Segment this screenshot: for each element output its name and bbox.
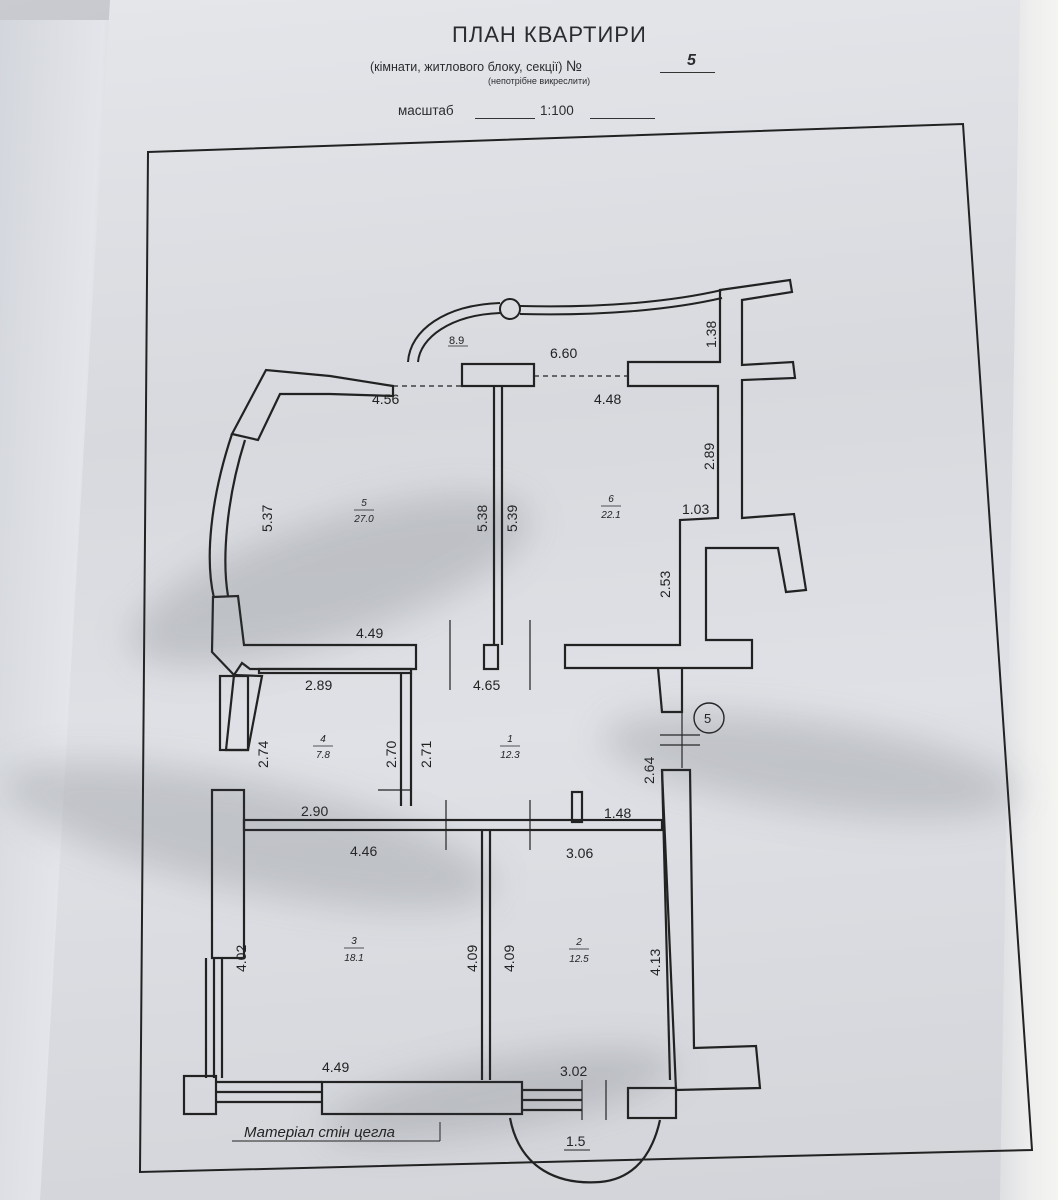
dim-2-89-left: 2.89 <box>305 677 332 693</box>
dim-4-49-top: 4.49 <box>356 625 383 641</box>
dim-4-02: 4.02 <box>233 945 249 972</box>
scale-value: 1:100 <box>540 103 574 118</box>
dimension-labels: 8.9 6.60 1.38 4.56 4.48 2.89 5.37 5.38 5… <box>233 321 719 1151</box>
dim-2-90: 2.90 <box>301 803 328 819</box>
dim-5-37: 5.37 <box>259 505 275 532</box>
dim-1-5: 1.5 <box>566 1133 586 1149</box>
balcony-area: 8.9 <box>449 335 464 347</box>
dim-4-65: 4.65 <box>473 677 500 693</box>
dim-4-13: 4.13 <box>647 949 663 976</box>
document-title: ПЛАН КВАРТИРИ <box>452 22 647 47</box>
balcony <box>407 289 723 363</box>
number-label: № <box>565 58 582 75</box>
section-marker-label: 5 <box>704 711 711 726</box>
dim-3-06: 3.06 <box>566 845 593 861</box>
scale-underline-right <box>590 118 655 119</box>
scale-underline-left <box>475 118 535 119</box>
room-6-number: 6 <box>608 494 614 505</box>
room-5-area: 27.0 <box>353 514 374 525</box>
dim-2-89-right: 2.89 <box>701 443 717 470</box>
room-4-number: 4 <box>320 734 326 745</box>
scale-label: масштаб <box>398 103 454 118</box>
dim-2-74: 2.74 <box>255 741 271 768</box>
dim-1-48: 1.48 <box>604 805 631 821</box>
material-text: Матеріал стін цегла <box>244 1124 395 1141</box>
room-labels: 1 12.3 2 12.5 3 18.1 4 7.8 5 27.0 6 22.1 <box>313 494 621 965</box>
room-3-number: 3 <box>351 936 357 947</box>
dim-6-60: 6.60 <box>550 345 577 361</box>
title-block: ПЛАН КВАРТИРИ (кімнати, житлового блоку,… <box>0 0 1058 130</box>
document-subtitle: (кімнати, житлового блоку, секції) № <box>370 58 582 75</box>
room-2-area: 12.5 <box>569 954 589 965</box>
document-note: (непотрібне викреслити) <box>488 76 591 86</box>
dim-2-53: 2.53 <box>657 571 673 598</box>
room-1-area: 12.3 <box>500 750 520 761</box>
dim-5-38: 5.38 <box>474 505 490 532</box>
room-2-number: 2 <box>575 937 582 948</box>
dim-4-49-bottom: 4.49 <box>322 1059 349 1075</box>
dim-2-71: 2.71 <box>418 741 434 768</box>
dim-2-64: 2.64 <box>641 757 657 784</box>
room-3-area: 18.1 <box>344 953 363 964</box>
room-1-number: 1 <box>507 734 513 745</box>
room-6-area: 22.1 <box>600 510 620 521</box>
dim-4-56: 4.56 <box>372 391 399 407</box>
drawing-frame <box>138 122 1034 1174</box>
number-underline <box>660 72 715 73</box>
apartment-number: 5 <box>687 52 696 69</box>
dim-5-39: 5.39 <box>504 505 520 532</box>
dim-1-03: 1.03 <box>682 501 709 517</box>
dim-2-70: 2.70 <box>383 741 399 768</box>
dim-4-09-b: 4.09 <box>501 945 517 972</box>
dim-4-48: 4.48 <box>594 391 621 407</box>
document-sheet <box>40 0 1020 1200</box>
room-4-area: 7.8 <box>316 750 330 761</box>
dim-4-46: 4.46 <box>350 843 377 859</box>
material-note: Матеріал стін цегла <box>232 1122 441 1142</box>
subtitle-text: (кімнати, житлового блоку, секції) <box>370 60 563 74</box>
dim-4-09-a: 4.09 <box>464 945 480 972</box>
dim-1-38: 1.38 <box>703 321 719 348</box>
room-5-number: 5 <box>361 498 367 509</box>
walls <box>182 278 808 1184</box>
dim-3-02: 3.02 <box>560 1063 587 1079</box>
